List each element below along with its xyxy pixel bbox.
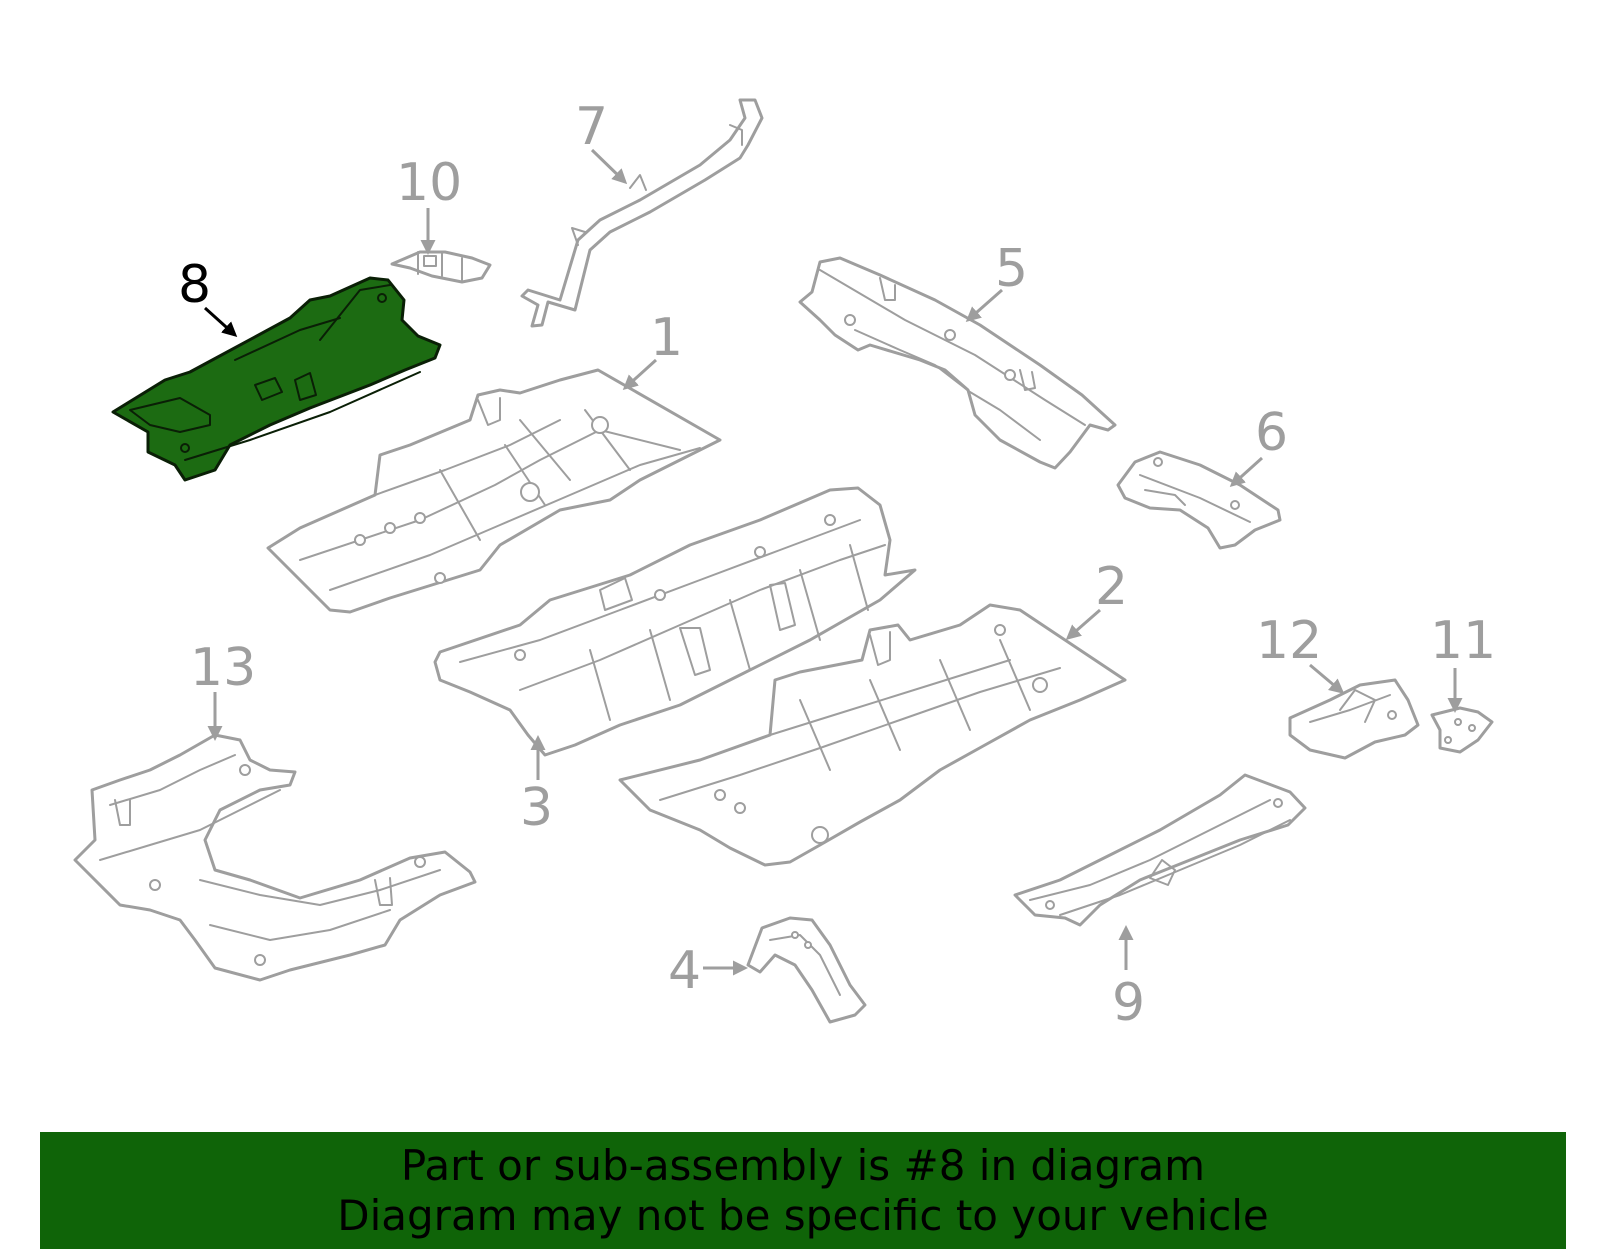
callout-5[interactable]: 5	[995, 239, 1028, 299]
leader-1	[622, 358, 658, 391]
callout-13[interactable]: 13	[190, 638, 256, 698]
part-7[interactable]	[520, 98, 764, 328]
leader-6	[1229, 456, 1264, 488]
callout-3[interactable]: 3	[520, 778, 553, 838]
leader-2	[1065, 608, 1101, 640]
part-4[interactable]	[746, 916, 867, 1024]
leader-7	[590, 148, 628, 185]
callout-10[interactable]: 10	[396, 153, 462, 213]
callout-8[interactable]: 8	[178, 255, 211, 315]
part-1[interactable]	[266, 368, 722, 614]
callout-numbers: 8 10 7 1 5 6 2 3 13 12 11 4 9	[178, 97, 1496, 1033]
part-9[interactable]	[1013, 773, 1307, 927]
leader-lines	[203, 148, 1463, 976]
banner-line-1: Part or sub-assembly is #8 in diagram	[400, 1140, 1206, 1190]
callout-9[interactable]: 9	[1112, 973, 1145, 1033]
part-3[interactable]	[433, 486, 917, 757]
info-banner: Part or sub-assembly is #8 in diagram Di…	[40, 1132, 1566, 1249]
callout-4[interactable]: 4	[668, 941, 701, 1001]
part-11[interactable]	[1430, 706, 1494, 754]
callout-2[interactable]: 2	[1095, 557, 1128, 617]
part-2[interactable]	[618, 603, 1127, 867]
leader-12	[1309, 663, 1345, 694]
leader-8	[203, 306, 238, 338]
callout-12[interactable]: 12	[1256, 611, 1322, 671]
leader-5	[965, 288, 1003, 322]
part-13[interactable]	[73, 733, 477, 982]
callout-11[interactable]: 11	[1430, 611, 1496, 671]
part-5[interactable]	[798, 256, 1117, 470]
part-6[interactable]	[1116, 450, 1282, 550]
parts-diagram: 8 10 7 1 5 6 2 3 13 12 11 4 9	[73, 97, 1496, 1033]
callout-1[interactable]: 1	[650, 308, 683, 368]
callout-6[interactable]: 6	[1255, 403, 1288, 463]
part-12[interactable]	[1288, 678, 1420, 760]
banner-line-2: Diagram may not be specific to your vehi…	[337, 1190, 1269, 1240]
callout-7[interactable]: 7	[575, 97, 608, 157]
part-10[interactable]	[390, 250, 492, 284]
part-8-highlighted[interactable]	[111, 276, 442, 482]
